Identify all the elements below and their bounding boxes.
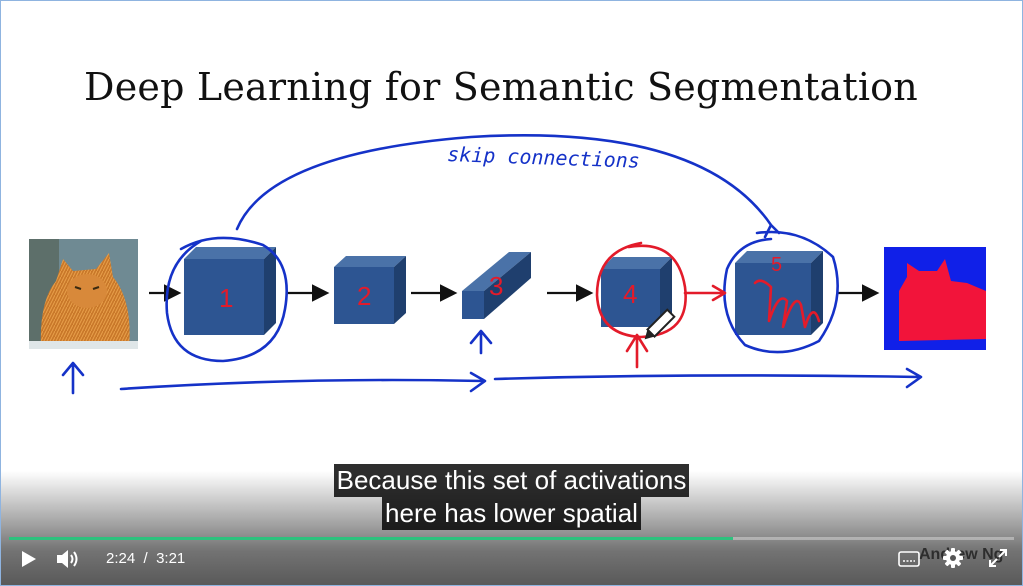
caption-line-2: here has lower spatial — [382, 497, 641, 530]
current-time: 2:24 — [106, 550, 136, 567]
cube-5-number: 5 — [771, 254, 782, 276]
flow-arrow-right — [493, 367, 923, 389]
progress-fill — [9, 537, 733, 540]
up-arrow-cube-3 — [469, 329, 493, 355]
fullscreen-button[interactable] — [988, 548, 1008, 568]
flow-arrow-left — [119, 371, 487, 393]
gear-icon — [943, 548, 963, 568]
activation-cube-4 — [601, 257, 672, 327]
output-segmentation-mask — [884, 247, 986, 350]
cube-4-number: 4 — [623, 279, 637, 309]
red-arrow-4-to-5 — [683, 284, 727, 302]
up-arrow-input — [61, 361, 85, 395]
skip-connections-label: skip connections — [447, 142, 640, 173]
activation-cube-1 — [184, 247, 276, 335]
caption-line-1: Because this set of activations — [333, 464, 690, 497]
time-readout: 2:24 / 3:21 — [106, 550, 185, 567]
pen-cursor-icon — [644, 308, 676, 340]
activation-cube-3 — [462, 252, 531, 319]
closed-captions-button[interactable] — [898, 551, 920, 567]
circle-around-cube-1 — [165, 236, 288, 363]
progress-bar[interactable] — [9, 537, 1014, 540]
red-scribble-cube-5 — [753, 279, 821, 329]
input-cat-image — [29, 239, 138, 349]
duration: 3:21 — [156, 550, 186, 567]
slide-title: Deep Learning for Semantic Segmentation — [84, 65, 918, 109]
caption-box: Because this set of activations here has… — [1, 464, 1022, 530]
cube-2-number: 2 — [357, 281, 371, 311]
volume-button[interactable] — [55, 547, 81, 571]
activation-cube-2 — [334, 256, 406, 324]
play-button[interactable] — [17, 548, 39, 570]
play-icon — [22, 551, 36, 567]
lecturer-watermark: Andrew Ng — [919, 546, 1004, 563]
cube-1-number: 1 — [219, 283, 233, 313]
fullscreen-icon — [989, 549, 1007, 567]
settings-button[interactable] — [942, 547, 964, 569]
red-circle-around-cube-4 — [595, 241, 687, 339]
red-up-arrow-cube-4 — [625, 333, 649, 369]
segmentation-diagram: skip connections 1 2 3 4 5 — [29, 134, 986, 395]
time-separator: / — [143, 550, 148, 567]
circle-around-cube-5 — [723, 230, 839, 354]
volume-icon — [57, 550, 78, 568]
closed-captions-icon — [898, 551, 920, 567]
activation-cube-5 — [735, 251, 823, 335]
cube-3-number: 3 — [489, 271, 503, 301]
